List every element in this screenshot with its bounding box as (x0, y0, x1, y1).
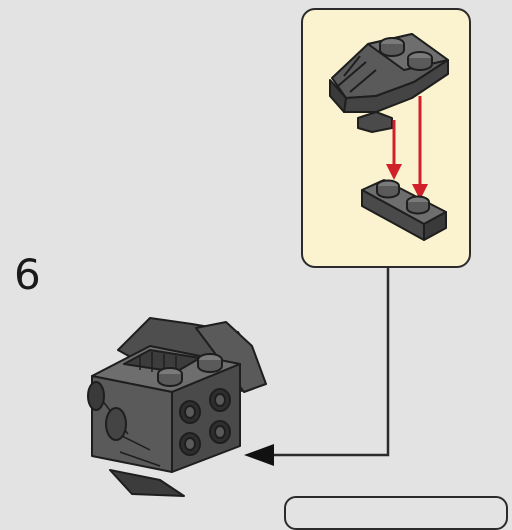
dark-gray-brick-assembly-icon (87, 317, 267, 497)
instruction-illustration (87, 33, 449, 497)
attach-arrows (386, 96, 428, 200)
connector-line (244, 268, 390, 466)
plate-1x2-icon (361, 179, 447, 241)
step-number: 6 (14, 250, 41, 299)
wedge-brick-icon (329, 33, 449, 133)
